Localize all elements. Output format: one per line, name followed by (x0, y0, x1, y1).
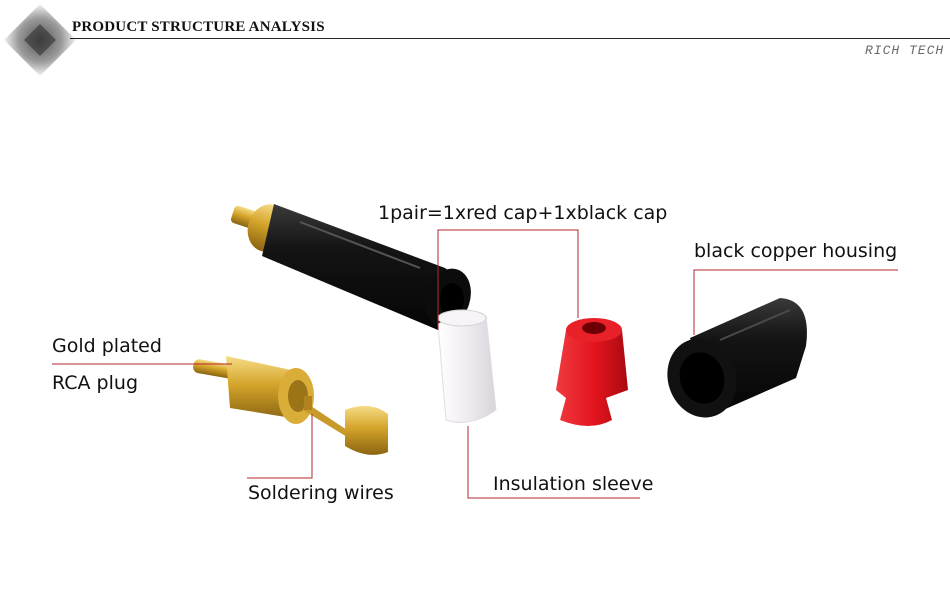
header-divider (70, 38, 950, 39)
insulation-sleeve-label: Insulation sleeve (493, 473, 654, 495)
page-title: PRODUCT STRUCTURE ANALYSIS (72, 19, 325, 35)
gold-rca-plug (193, 356, 388, 455)
soldering-wires-label: Soldering wires (248, 482, 394, 504)
red-cap (556, 318, 628, 426)
housing-label: black copper housing (694, 240, 898, 262)
rca-plug-label: RCA plug (52, 372, 139, 394)
cap-label: 1pair=1xred cap+1xblack cap (378, 202, 668, 224)
brand-label: RICH TECH (865, 43, 945, 58)
leader-lines (52, 229, 898, 499)
black-housing (667, 298, 807, 418)
gold-plated-label: Gold plated (52, 335, 162, 357)
insulation-sleeve (437, 309, 497, 423)
diamond-logo-icon (4, 4, 76, 76)
